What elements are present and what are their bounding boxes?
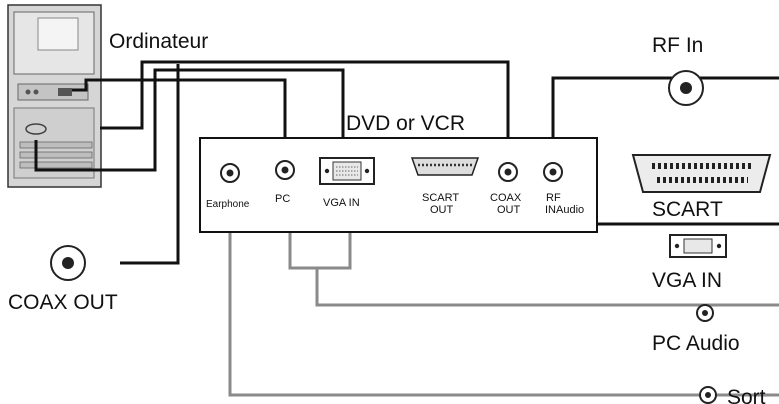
port-label-rf-1: RF: [546, 192, 561, 204]
pc-audio-jack-icon: [696, 304, 714, 322]
vga-port-icon-right: [669, 234, 727, 258]
port-label-vga-in: VGA IN: [323, 197, 360, 209]
port-label-scart-1: SCART: [422, 192, 459, 204]
cable-loop: [288, 232, 352, 270]
coax-out-left-jack-icon: [50, 245, 86, 281]
black-cables: [34, 60, 779, 265]
cable-coax-out-left: [120, 64, 180, 265]
scart-port-icon: [631, 154, 772, 193]
cable-sortie: [228, 232, 779, 397]
port-label-earphone: Earphone: [206, 199, 250, 210]
label-coax-out-left: COAX OUT: [8, 291, 118, 314]
port-label-scart-2: OUT: [430, 204, 454, 216]
port-label-rf-2: INAudio: [545, 204, 584, 216]
earphone-jack-icon: [220, 163, 240, 183]
coax-out-jack-icon: [498, 162, 518, 182]
cable-computer-to-pc: [72, 78, 287, 160]
cable-rf-in: [551, 76, 779, 163]
rf-in-jack-icon: [543, 162, 563, 182]
computer-tower-icon: [7, 4, 102, 188]
port-label-pc: PC: [275, 193, 290, 205]
device-panel: [199, 137, 598, 233]
rf-in-coax-jack-icon: [668, 70, 704, 106]
port-label-coax-2: OUT: [497, 204, 521, 216]
pc-jack-icon: [275, 160, 295, 180]
label-pc-audio: PC Audio: [652, 332, 740, 355]
cable-to-coax-out: [100, 60, 510, 163]
label-device-box: DVD or VCR: [346, 112, 465, 135]
cable-vga-branch: [153, 68, 345, 160]
port-label-coax-1: COAX: [490, 192, 522, 204]
gray-cables: [228, 232, 779, 397]
label-sortie: Sort: [727, 386, 766, 404]
scart-out-port-icon: [410, 157, 480, 176]
cable-pc-audio: [315, 268, 779, 307]
label-scart: SCART: [652, 198, 723, 221]
label-vga-in-right: VGA IN: [652, 269, 722, 292]
vga-port-icon: [319, 157, 375, 185]
label-rf-in: RF In: [652, 34, 703, 57]
label-computer: Ordinateur: [109, 30, 208, 53]
sortie-jack-icon: [699, 386, 717, 404]
cable-computer-to-vga: [34, 80, 157, 172]
